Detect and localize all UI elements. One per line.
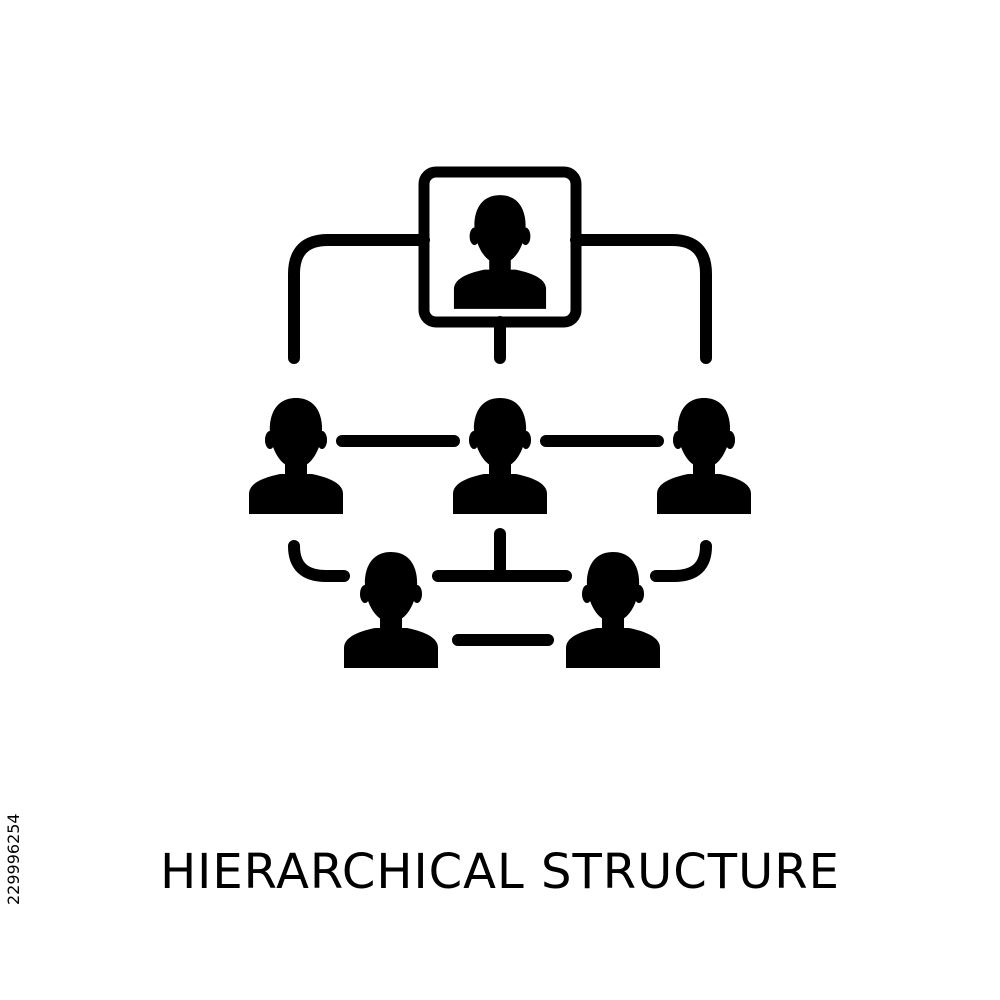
icon-caption: HIERARCHICAL STRUCTURE bbox=[160, 844, 840, 900]
middle-right-person-icon bbox=[657, 398, 751, 514]
bottom-left-person-icon bbox=[344, 552, 438, 668]
middle-center-person-icon bbox=[453, 398, 547, 514]
middle-left-person-icon bbox=[249, 398, 343, 514]
top-person-icon bbox=[453, 195, 547, 309]
top-connectors bbox=[288, 234, 712, 364]
lower-connectors bbox=[288, 528, 712, 646]
bottom-right-person-icon bbox=[566, 552, 660, 668]
stock-image-id: 229996254 bbox=[4, 813, 23, 905]
